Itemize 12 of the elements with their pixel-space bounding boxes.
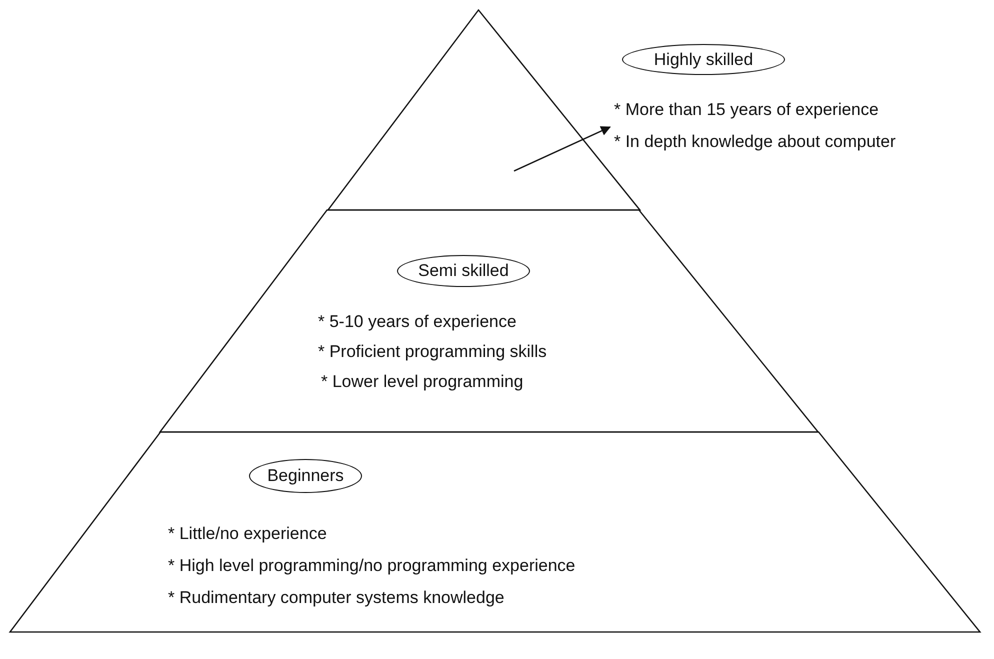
bullet-text: * Proficient programming skills: [318, 342, 547, 362]
level-label: Beginners: [249, 459, 362, 493]
bullet-text: * Rudimentary computer systems knowledge: [168, 588, 504, 608]
arrow: [514, 126, 611, 172]
bullet-text: * Little/no experience: [168, 524, 327, 544]
level-label: Semi skilled: [396, 255, 530, 287]
bullet-text: * In depth knowledge about computer: [614, 132, 896, 152]
level-label: Highly skilled: [622, 44, 785, 75]
bullet-text: * Lower level programming: [320, 372, 524, 392]
bullet-text: * 5-10 years of experience: [318, 312, 516, 332]
bullet-text: * More than 15 years of experience: [614, 100, 879, 120]
bullet-text: * High level programming/no programming experience: [168, 556, 576, 576]
